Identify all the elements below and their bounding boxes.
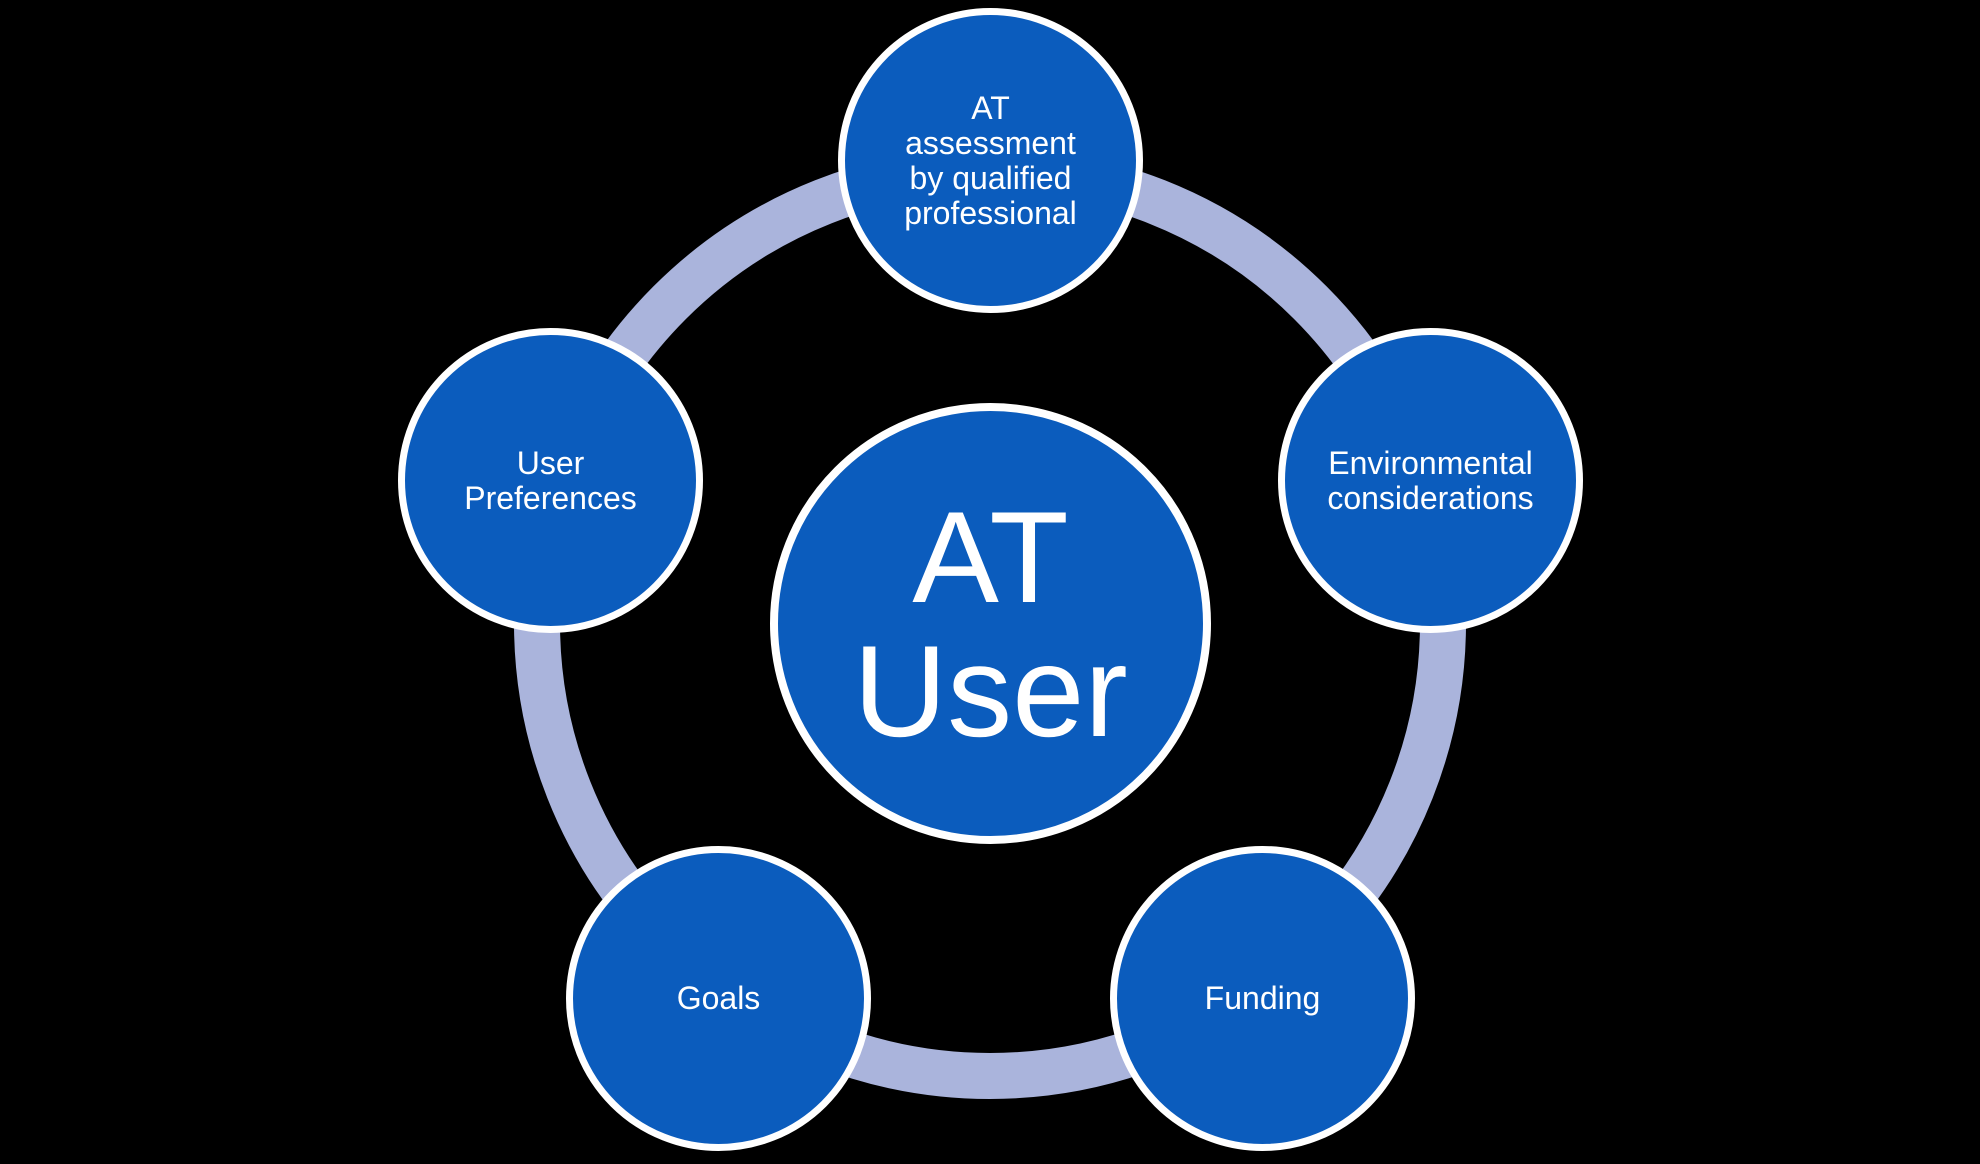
- node-at-user-label: AT User: [853, 483, 1128, 764]
- node-user-preferences-label: User Preferences: [464, 444, 637, 516]
- node-funding: Funding: [1110, 846, 1415, 1151]
- node-funding-label: Funding: [1204, 980, 1321, 1016]
- node-goals: Goals: [566, 846, 871, 1151]
- node-at-assessment-label: AT assessment by qualified professional: [904, 89, 1077, 231]
- node-environmental-considerations-label: Environmental considerations: [1327, 444, 1534, 516]
- node-environmental-considerations: Environmental considerations: [1278, 328, 1583, 633]
- node-at-assessment: AT assessment by qualified professional: [838, 8, 1143, 313]
- node-at-user: AT User: [770, 403, 1211, 844]
- node-goals-label: Goals: [676, 980, 761, 1016]
- node-user-preferences: User Preferences: [398, 328, 703, 633]
